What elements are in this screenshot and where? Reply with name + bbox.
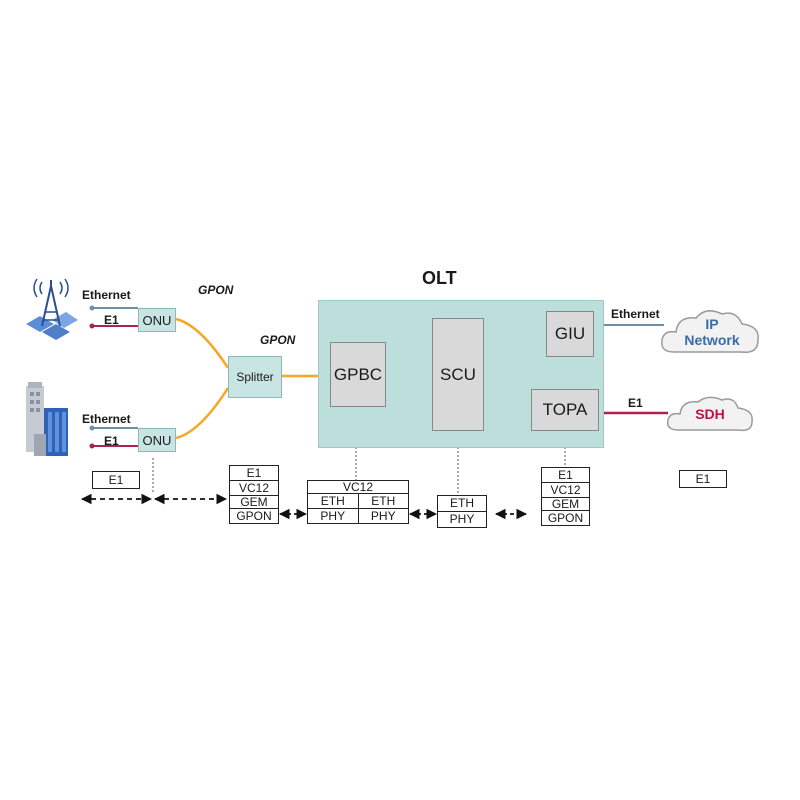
stack-cell: ETH [357,493,409,509]
ethernet-label-olt: Ethernet [611,307,660,321]
gpon-label-splitter: GPON [260,333,296,347]
e1-dot-top [89,323,95,329]
ip-network-label: IP Network [666,316,758,348]
giu-module: GIU [546,311,594,357]
sdh-cloud-icon [666,396,753,432]
sdh-label: SDH [695,406,725,422]
e1-label-top: E1 [104,313,119,327]
stack-cell: E1 [541,467,590,483]
ethernet-dot-bottom [89,425,95,431]
network-label: Network [684,332,740,348]
ethernet-dot-top [89,305,95,311]
stack-cell: GPON [229,508,279,524]
ip-label: IP [705,316,719,332]
splitter: Splitter [228,356,282,398]
stack-cell: GEM [229,495,279,509]
e1-dot-bottom [89,443,95,449]
stack-cell: VC12 [229,480,279,496]
stack-cell: PHY [437,511,487,528]
stack-cell: VC12 [541,482,590,498]
fiber-onu-top-to-splitter [175,317,230,369]
onu-top: ONU [138,308,176,332]
stack-cell: ETH [307,493,359,509]
office-building-icon [26,382,68,456]
onu-protocol-stack: E1 VC12 GEM GPON [229,465,279,524]
ip-cloud-icon [661,310,759,353]
olt-title: OLT [422,268,457,288]
e1-label-bottom: E1 [104,434,119,448]
stack-cell: VC12 [307,480,409,494]
scu-protocol-stack: ETH PHY [437,495,487,528]
ethernet-label-top: Ethernet [82,288,131,302]
gpbc-protocol-stack: VC12 ETH ETH PHY PHY [307,480,409,524]
stack-cell: PHY [357,508,409,524]
gpbc-module: GPBC [330,342,386,407]
stack-cell: GPON [541,510,590,526]
topa-module: TOPA [531,389,599,431]
left-e1-box: E1 [92,471,140,489]
radio-tower-icon [26,278,78,340]
right-e1-box: E1 [679,470,727,488]
fiber-onu-bottom-to-splitter [175,387,230,440]
onu-bottom: ONU [138,428,176,452]
scu-module: SCU [432,318,484,431]
ethernet-label-bottom: Ethernet [82,412,131,426]
stack-cell: E1 [229,465,279,481]
e1-label-olt: E1 [628,396,643,410]
stack-cell: GEM [541,497,590,511]
gpon-label-top: GPON [198,283,234,297]
stack-cell: ETH [437,495,487,512]
topa-protocol-stack: E1 VC12 GEM GPON [541,467,590,526]
stack-cell: PHY [307,508,359,524]
